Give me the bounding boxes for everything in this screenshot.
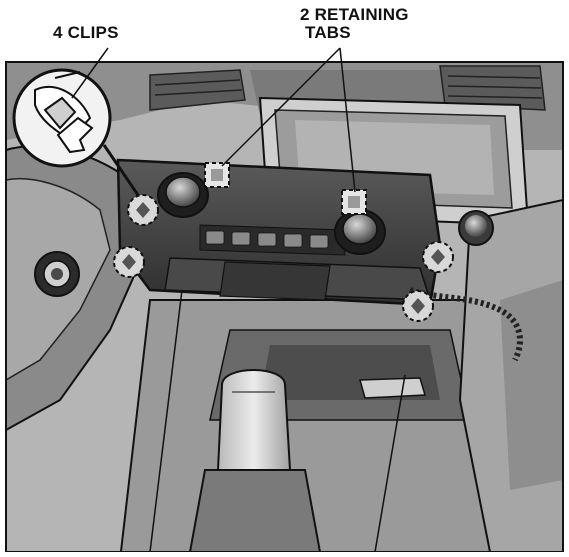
clip-marker [127, 194, 159, 226]
volume-knob [458, 210, 494, 246]
callout-tabs-line1: 2 RETAINING [300, 5, 409, 24]
temperature-knob-right [334, 209, 386, 255]
ignition-button [34, 251, 80, 297]
leader-line-tab-left [221, 47, 341, 167]
callout-tabs-line2: TABS [305, 23, 351, 42]
clip-marker [422, 241, 454, 273]
leader-line-tab-right [339, 47, 356, 193]
clip-marker [402, 290, 434, 322]
climate-button-row [205, 230, 329, 249]
air-vent [439, 65, 546, 111]
clip-detail-inset [12, 68, 142, 199]
callout-clips-label: 4 CLIPS [53, 23, 119, 42]
wiring-harness [409, 287, 523, 362]
retaining-tab-marker [341, 189, 367, 215]
clip-marker [113, 246, 145, 278]
interior-view [6, 62, 563, 552]
air-vent [149, 69, 246, 111]
leader-line-clips [71, 47, 109, 99]
leader-line-panel [149, 289, 183, 553]
climate-control-panel [116, 158, 442, 307]
display-screen [258, 96, 530, 227]
temperature-knob-left [157, 172, 209, 218]
retaining-tab-marker [204, 162, 230, 188]
mounting-bracket [359, 377, 426, 399]
leader-lines [71, 47, 406, 553]
callout-retaining-tabs-label: 2 RETAINING TABS [300, 6, 409, 42]
leader-line-connector [374, 374, 406, 553]
gear-shifter [188, 369, 322, 552]
